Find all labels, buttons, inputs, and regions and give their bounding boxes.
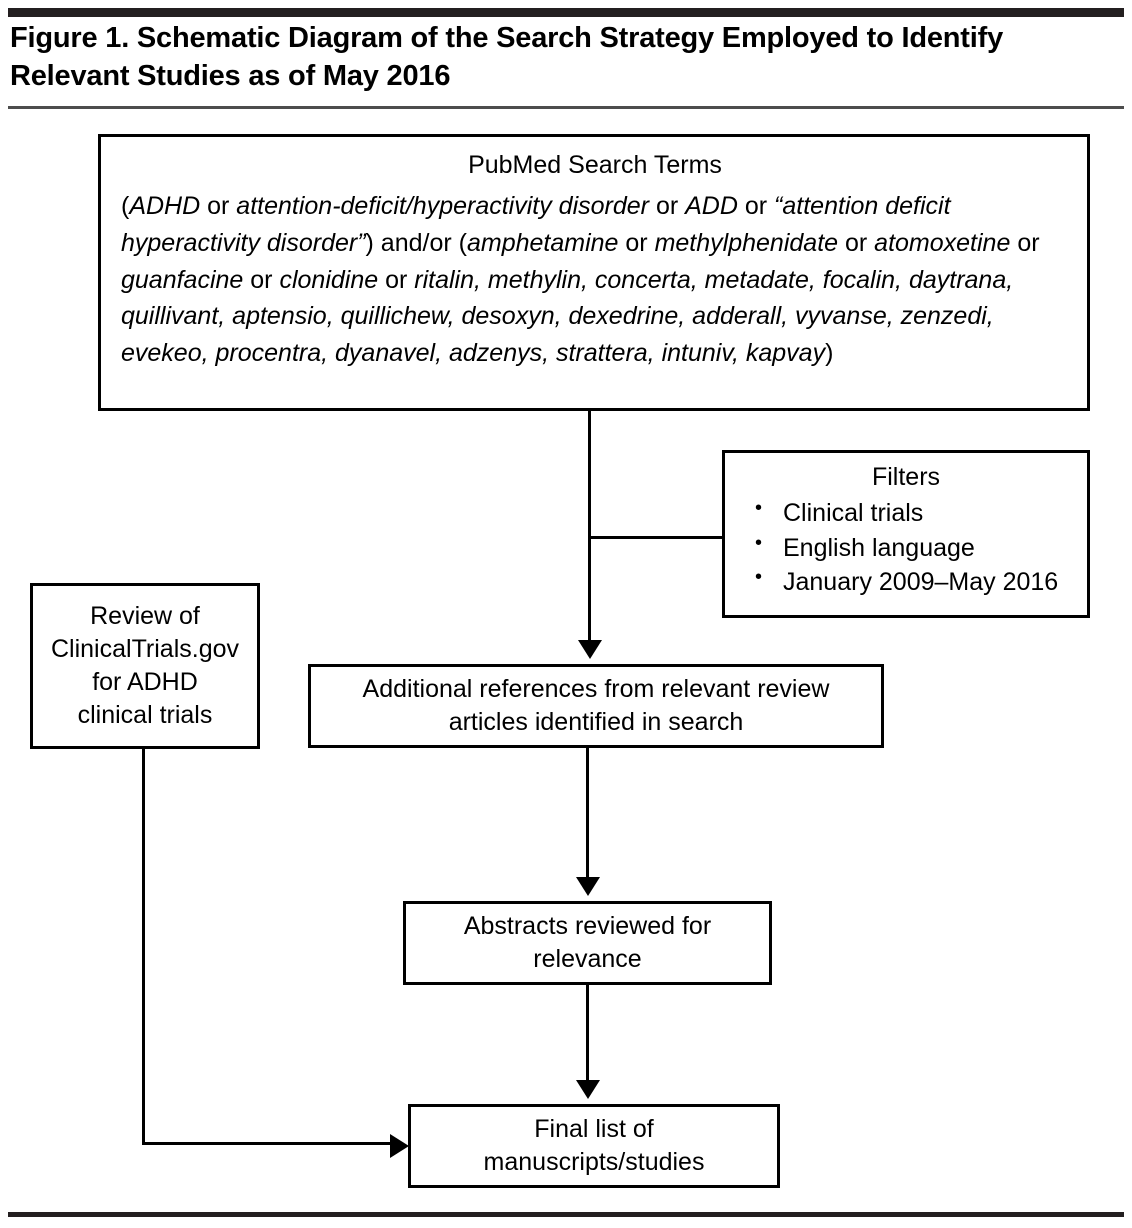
bottom-rule — [8, 1212, 1124, 1217]
final-list-line-2: manuscripts/studies — [483, 1148, 705, 1176]
abstracts-line-2: relevance — [533, 945, 642, 973]
connector-clinicaltrials-horizontal-line — [142, 1142, 394, 1145]
clinicaltrials-review-box: Review of ClinicalTrials.gov for ADHD cl… — [30, 583, 260, 749]
additional-references-line-1: Additional references from relevant revi… — [362, 675, 830, 703]
filter-item-date-range: January 2009–May 2016 — [749, 564, 1077, 600]
clinicaltrials-line-2: ClinicalTrials.gov — [50, 635, 239, 663]
connector-filters-stub-line — [588, 536, 724, 539]
connector-references-to-abstracts-line — [586, 748, 589, 884]
connector-abstracts-to-final-arrowhead — [576, 1080, 600, 1099]
additional-references-box: Additional references from relevant revi… — [308, 664, 884, 748]
additional-references-line-2: articles identified in search — [448, 708, 744, 736]
connector-clinicaltrials-to-final-arrowhead — [390, 1134, 409, 1158]
clinicaltrials-line-4: clinical trials — [77, 701, 213, 729]
search-terms-query: (ADHD or attention-deficit/hyperactivity… — [121, 192, 1040, 367]
connector-search-to-references-arrowhead — [578, 640, 602, 659]
top-rule — [8, 8, 1124, 17]
final-list-box: Final list of manuscripts/studies — [408, 1104, 780, 1188]
search-terms-heading: PubMed Search Terms — [468, 151, 722, 179]
clinicaltrials-line-1: Review of — [90, 602, 200, 630]
pubmed-search-terms-box: PubMed Search Terms (ADHD or attention-d… — [98, 134, 1090, 411]
connector-search-to-references-line — [588, 411, 591, 647]
filter-item-clinical-trials: Clinical trials — [749, 495, 1077, 531]
abstracts-reviewed-box: Abstracts reviewed for relevance — [403, 901, 772, 985]
connector-clinicaltrials-vertical-line — [142, 749, 145, 1145]
abstracts-line-1: Abstracts reviewed for — [463, 912, 712, 940]
filters-box: Filters Clinical trials English language… — [722, 450, 1090, 618]
filter-item-english-language: English language — [749, 530, 1077, 566]
connector-abstracts-to-final-line — [586, 985, 589, 1087]
final-list-line-1: Final list of — [534, 1115, 654, 1143]
filters-heading: Filters — [871, 463, 941, 491]
title-divider-rule — [8, 106, 1124, 109]
filters-list: Clinical trials English language January… — [735, 495, 1077, 600]
figure-title: Figure 1. Schematic Diagram of the Searc… — [10, 22, 1003, 92]
clinicaltrials-line-3: for ADHD — [92, 668, 198, 696]
connector-references-to-abstracts-arrowhead — [576, 877, 600, 896]
